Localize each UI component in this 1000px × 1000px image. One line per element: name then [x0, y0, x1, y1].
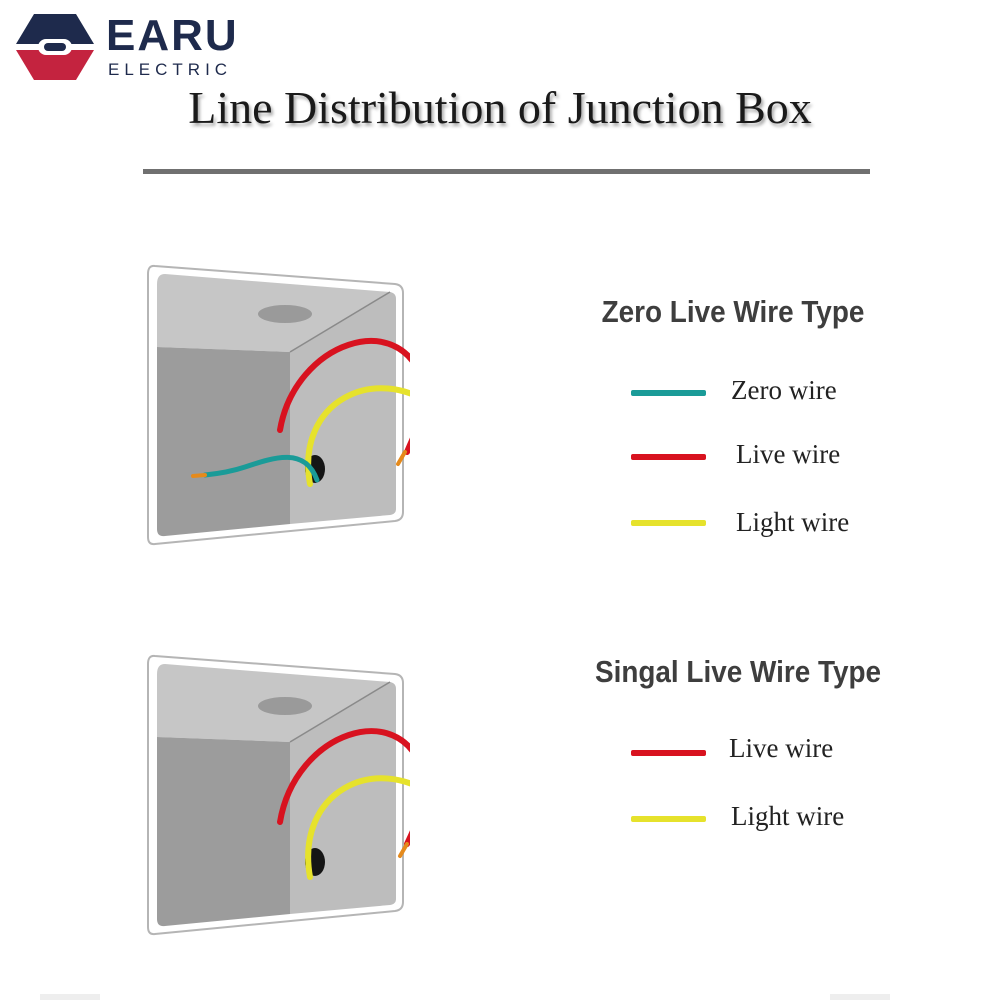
- title-divider: [143, 169, 870, 174]
- legend-label-live: Live wire: [736, 439, 841, 469]
- legend-label-live: Live wire: [729, 733, 834, 763]
- section-heading-single-live: Singal Live Wire Type: [594, 654, 882, 689]
- junction-box-icon: [147, 654, 404, 936]
- brand-logo: EARU ELECTRIC: [14, 12, 244, 84]
- junction-box-zero-live-illustration: [147, 264, 410, 546]
- bottom-edge-tab: [40, 994, 100, 1000]
- bottom-edge-tab: [830, 994, 890, 1000]
- legend-label-light: Light wire: [731, 801, 845, 831]
- legend-label-light: Light wire: [736, 507, 850, 537]
- earu-hexagon-logo-icon: [16, 14, 94, 80]
- legend-swatch-light: [631, 816, 706, 822]
- legend-label-zero: Zero wire: [731, 375, 837, 405]
- wire-bundle-icon: [191, 338, 410, 487]
- brand-subtitle: ELECTRIC: [108, 60, 233, 79]
- section-heading-zero-live: Zero Live Wire Type: [601, 294, 865, 329]
- legend-swatch-live: [631, 750, 706, 756]
- junction-box-icon: [147, 264, 404, 546]
- page-title: Line Distribution of Junction Box: [188, 82, 812, 133]
- brand-name: EARU: [106, 11, 239, 60]
- legend-swatch-light: [631, 520, 706, 526]
- legend-swatch-zero: [631, 390, 706, 396]
- wire-bundle-icon: [277, 728, 410, 880]
- junction-box-single-live-illustration: [147, 654, 410, 936]
- legend-swatch-live: [631, 454, 706, 460]
